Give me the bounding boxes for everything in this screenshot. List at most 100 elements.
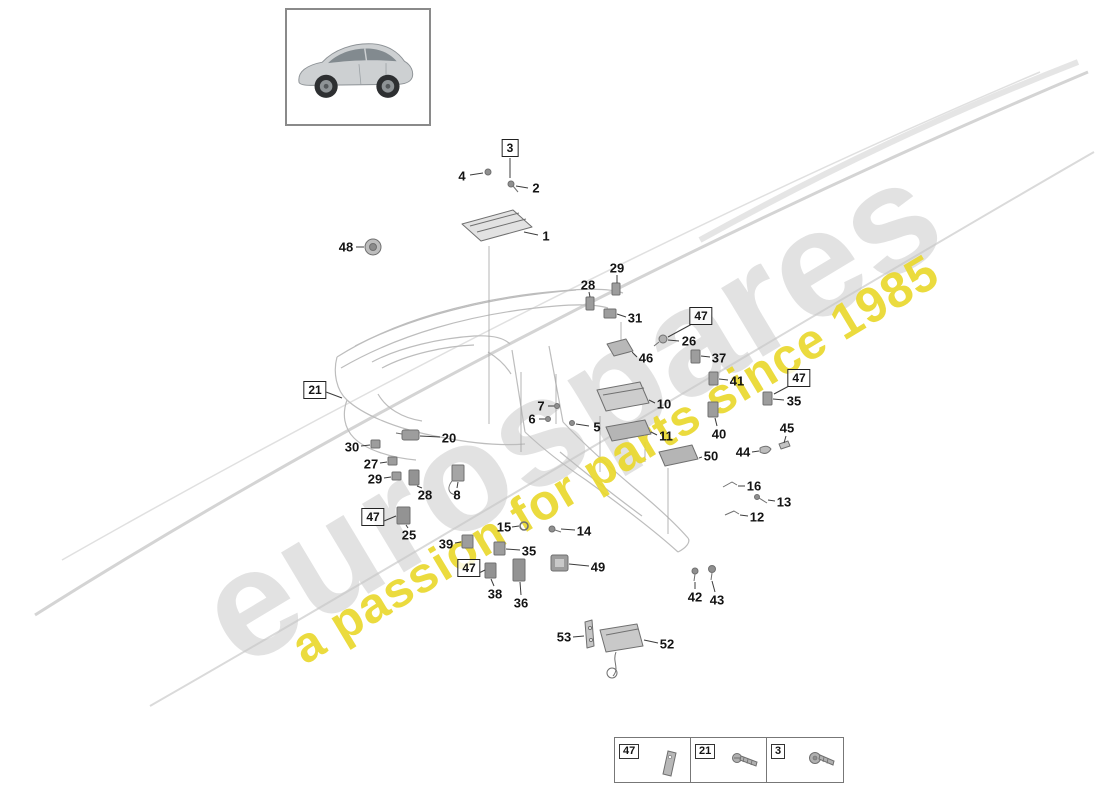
callout-21-boxed[interactable]: 21 [303, 381, 327, 399]
part-49-switch-glyph [550, 554, 569, 572]
callout-53[interactable]: 53 [556, 629, 572, 645]
part-29-switch-glyph [611, 282, 621, 296]
callout-16[interactable]: 16 [746, 478, 762, 494]
callout-47-boxed[interactable]: 47 [689, 307, 713, 325]
callout-6[interactable]: 6 [528, 411, 536, 427]
callout-25[interactable]: 25 [401, 527, 417, 543]
screw-icon [732, 753, 758, 767]
leader-line-2 [515, 185, 529, 189]
callout-14[interactable]: 14 [576, 523, 592, 539]
callout-8[interactable]: 8 [453, 487, 461, 503]
leader-line-36 [519, 581, 522, 596]
leader-line-35 [505, 548, 521, 551]
part-30-switch-glyph [370, 439, 381, 449]
callout-29[interactable]: 29 [609, 260, 625, 276]
callout-47-boxed[interactable]: 47 [457, 559, 481, 577]
callout-4[interactable]: 4 [458, 168, 466, 184]
callout-2[interactable]: 2 [532, 180, 540, 196]
callout-41[interactable]: 41 [729, 373, 745, 389]
part-36-switch-glyph [512, 558, 526, 582]
leader-line-53 [572, 635, 585, 638]
part-52-antenna-module-glyph [599, 623, 644, 679]
part-16-clip-glyph [722, 481, 738, 488]
callout-28[interactable]: 28 [417, 487, 433, 503]
callout-13[interactable]: 13 [776, 494, 792, 510]
callout-37[interactable]: 37 [711, 350, 727, 366]
part-glyphs [364, 168, 791, 679]
callout-26[interactable]: 26 [681, 333, 697, 349]
callout-40[interactable]: 40 [711, 426, 727, 442]
callout-27[interactable]: 27 [363, 456, 379, 472]
callout-47-boxed[interactable]: 47 [787, 369, 811, 387]
part-4-pin-glyph [484, 168, 492, 176]
callout-35[interactable]: 35 [786, 393, 802, 409]
callout-20[interactable]: 20 [441, 430, 457, 446]
part-20-switch-glyph [395, 429, 420, 441]
callout-11[interactable]: 11 [659, 428, 673, 444]
leader-line-31 [616, 313, 627, 318]
callout-10[interactable]: 10 [656, 396, 672, 412]
leader-line-30 [360, 444, 371, 447]
leader-line-20 [419, 435, 441, 438]
part-27-switch-glyph [387, 456, 398, 466]
part-35-mid-switch-glyph [493, 541, 506, 556]
part-25-switch-glyph [396, 506, 411, 525]
callout-45[interactable]: 45 [779, 420, 795, 436]
part-38-switch-glyph [484, 562, 497, 579]
bolt-icon [809, 752, 835, 766]
callout-47-boxed[interactable]: 47 [361, 508, 385, 526]
leader-line-45 [783, 435, 787, 444]
callout-30[interactable]: 30 [344, 439, 360, 455]
part-7-screw-glyph [554, 403, 560, 409]
part-41-switch-glyph [708, 371, 719, 386]
callout-29[interactable]: 29 [367, 471, 383, 487]
legend-cell-21: 21 [691, 738, 767, 782]
part-5-screw-glyph [569, 420, 575, 426]
callout-38[interactable]: 38 [487, 586, 503, 602]
callout-50[interactable]: 50 [703, 448, 719, 464]
callout-3-boxed[interactable]: 3 [501, 139, 519, 157]
legend-number-47: 47 [619, 744, 640, 759]
car-greenhouse [328, 48, 397, 64]
construction-lines [488, 246, 669, 534]
callout-49[interactable]: 49 [590, 559, 606, 575]
vehicle-side-view [298, 43, 414, 98]
leader-lines [325, 158, 790, 644]
callout-12[interactable]: 12 [749, 509, 765, 525]
callout-7[interactable]: 7 [537, 398, 545, 414]
callout-36[interactable]: 36 [513, 595, 529, 611]
callout-43[interactable]: 43 [709, 592, 725, 608]
part-42-screw-glyph [691, 567, 699, 582]
part-6-screw-glyph [545, 416, 551, 422]
part-53-bracket-glyph [584, 619, 595, 649]
leader-line-46 [631, 351, 638, 358]
callout-52[interactable]: 52 [659, 636, 675, 652]
leader-line-26 [667, 339, 680, 342]
leader-line-40 [714, 417, 718, 427]
callout-46[interactable]: 46 [638, 350, 654, 366]
leader-line-1 [523, 231, 539, 236]
callout-39[interactable]: 39 [438, 536, 454, 552]
part-13-screw-glyph [754, 494, 768, 504]
car-front-wheel [314, 74, 338, 98]
part-2-screw-glyph [507, 180, 519, 193]
callout-15[interactable]: 15 [496, 519, 512, 535]
callout-1[interactable]: 1 [542, 228, 550, 244]
callout-42[interactable]: 42 [687, 589, 703, 605]
callout-31[interactable]: 31 [627, 310, 643, 326]
leader-line-35 [772, 398, 785, 401]
legend-number-21: 21 [695, 744, 716, 759]
callout-5[interactable]: 5 [593, 419, 601, 435]
part-31-switch-glyph [603, 308, 617, 319]
callout-28[interactable]: 28 [580, 277, 596, 293]
callout-44[interactable]: 44 [735, 444, 751, 460]
callout-35[interactable]: 35 [521, 543, 537, 559]
fastener-legend: 47 21 3 [614, 737, 844, 783]
callout-48[interactable]: 48 [338, 239, 354, 255]
leader-line-13 [767, 499, 776, 502]
part-39-switch-glyph [461, 534, 474, 549]
legend-cell-47: 47 [615, 738, 691, 782]
